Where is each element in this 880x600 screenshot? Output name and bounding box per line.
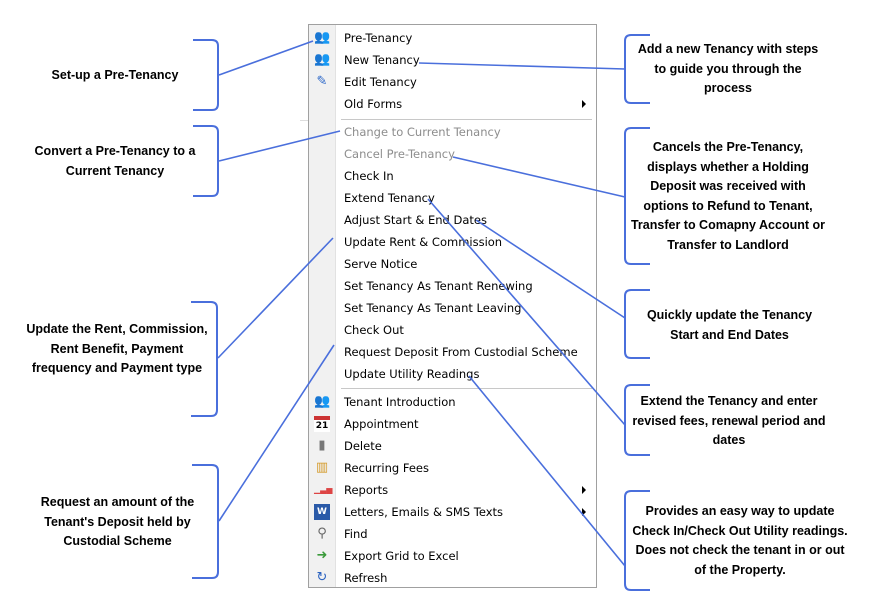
menu-icon-gutter xyxy=(309,25,336,587)
line-new xyxy=(418,62,626,70)
menu-item-check-in[interactable]: Check In xyxy=(309,165,596,187)
menu-item-edit-tenancy[interactable]: ✎ Edit Tenancy xyxy=(309,71,596,93)
menu-item-extend-tenancy[interactable]: Extend Tenancy xyxy=(309,187,596,209)
menu-item-label: Tenant Introduction xyxy=(344,395,456,409)
bracket-convert xyxy=(193,125,219,197)
bracket-adjust xyxy=(624,289,650,359)
background-app-edge xyxy=(300,120,308,121)
line-convert xyxy=(218,130,341,162)
menu-item-label: Check Out xyxy=(344,323,404,337)
menu-item-label: Request Deposit From Custodial Scheme xyxy=(344,345,578,359)
bar-chart-icon: ▁▃▅ xyxy=(314,485,333,494)
tenants-key-icon: 👥 xyxy=(314,394,331,409)
menu-item-label: Pre-Tenancy xyxy=(344,31,413,45)
note-update-rent: Update the Rent, Commission, Rent Benefi… xyxy=(26,322,208,375)
menu-item-serve-notice[interactable]: Serve Notice xyxy=(309,253,596,275)
menu-item-reports[interactable]: ▁▃▅ Reports xyxy=(309,479,596,501)
pencil-icon: ✎ xyxy=(316,74,328,89)
menu-item-label: Update Utility Readings xyxy=(344,367,480,381)
menu-item-set-tenancy-as-tenant-leaving[interactable]: Set Tenancy As Tenant Leaving xyxy=(309,297,596,319)
menu-item-label: Delete xyxy=(344,439,382,453)
menu-item-tenant-introduction[interactable]: 👥 Tenant Introduction xyxy=(309,391,596,413)
menu-item-label: Set Tenancy As Tenant Renewing xyxy=(344,279,533,293)
menu-item-delete[interactable]: ▮ Delete xyxy=(309,435,596,457)
menu-separator xyxy=(341,119,592,120)
menu-item-adjust-start-end-dates[interactable]: Adjust Start & End Dates xyxy=(309,209,596,231)
menu-item-old-forms[interactable]: Old Forms xyxy=(309,93,596,115)
note-new-tenancy: Add a new Tenancy with steps to guide yo… xyxy=(637,42,819,95)
menu-item-cancel-pre-tenancy[interactable]: Cancel Pre-Tenancy xyxy=(309,143,596,165)
menu-item-label: Change to Current Tenancy xyxy=(344,125,501,139)
menu-item-request-deposit-from-custodial-scheme[interactable]: Request Deposit From Custodial Scheme xyxy=(309,341,596,363)
menu-item-label: New Tenancy xyxy=(344,53,420,67)
menu-item-label: Check In xyxy=(344,169,394,183)
menu-separator xyxy=(341,388,592,389)
menu-item-label: Export Grid to Excel xyxy=(344,549,459,563)
bracket-utility xyxy=(624,490,650,591)
word-icon: W xyxy=(314,504,330,520)
line-cancel xyxy=(452,156,626,198)
bracket-update-rent xyxy=(191,301,218,417)
line-request xyxy=(218,344,335,522)
coins-icon: ▥ xyxy=(315,460,329,475)
submenu-arrow-icon xyxy=(582,100,586,108)
calendar-icon: 21 xyxy=(314,416,330,432)
menu-item-letters-emails-sms-texts[interactable]: W Letters, Emails & SMS Texts xyxy=(309,501,596,523)
bracket-setup xyxy=(193,39,219,111)
bracket-new xyxy=(624,34,650,104)
note-adjust-dates: Quickly update the Tenancy Start and End… xyxy=(646,308,813,342)
menu-item-refresh[interactable]: ↻ Refresh xyxy=(309,567,596,589)
submenu-arrow-icon xyxy=(582,486,586,494)
menu-item-export-grid-to-excel[interactable]: ➜ Export Grid to Excel xyxy=(309,545,596,567)
note-cancel-pre-tenancy: Cancels the Pre-Tenancy, displays whethe… xyxy=(630,140,825,252)
bracket-extend xyxy=(624,384,650,456)
menu-item-label: Adjust Start & End Dates xyxy=(344,213,487,227)
menu-item-label: Edit Tenancy xyxy=(344,75,417,89)
menu-item-label: Appointment xyxy=(344,417,419,431)
menu-item-label: Serve Notice xyxy=(344,257,418,271)
menu-item-set-tenancy-as-tenant-renewing[interactable]: Set Tenancy As Tenant Renewing xyxy=(309,275,596,297)
menu-item-new-tenancy[interactable]: 👥 New Tenancy xyxy=(309,49,596,71)
menu-item-label: Refresh xyxy=(344,571,388,585)
note-utility-readings: Provides an easy way to update Check In/… xyxy=(632,504,848,577)
note-convert-pre-tenancy: Convert a Pre-Tenancy to a Current Tenan… xyxy=(34,144,196,178)
menu-item-label: Set Tenancy As Tenant Leaving xyxy=(344,301,522,315)
menu-item-label: Old Forms xyxy=(344,97,403,111)
line-adjust xyxy=(475,219,626,319)
menu-item-find[interactable]: ⚲ Find xyxy=(309,523,596,545)
line-setup xyxy=(218,40,314,76)
menu-item-change-to-current-tenancy[interactable]: Change to Current Tenancy xyxy=(309,121,596,143)
menu-item-appointment[interactable]: 21 Appointment xyxy=(309,413,596,435)
menu-item-recurring-fees[interactable]: ▥ Recurring Fees xyxy=(309,457,596,479)
menu-item-label: Extend Tenancy xyxy=(344,191,435,205)
refresh-icon: ↻ xyxy=(316,570,328,585)
line-update-rent xyxy=(217,237,334,359)
menu-item-label: Recurring Fees xyxy=(344,461,429,475)
trash-icon: ▮ xyxy=(318,438,326,453)
menu-item-label: Reports xyxy=(344,483,389,497)
menu-item-pre-tenancy[interactable]: 👥 Pre-Tenancy xyxy=(309,27,596,49)
menu-item-update-utility-readings[interactable]: Update Utility Readings xyxy=(309,363,596,385)
note-request-deposit: Request an amount of the Tenant's Deposi… xyxy=(40,495,195,548)
tenants-key-icon: 👥 xyxy=(314,52,331,67)
bracket-request xyxy=(192,464,219,579)
line-utility xyxy=(468,375,626,567)
magnifier-icon: ⚲ xyxy=(317,526,327,541)
menu-item-check-out[interactable]: Check Out xyxy=(309,319,596,341)
menu-item-label: Letters, Emails & SMS Texts xyxy=(344,505,504,519)
bracket-cancel xyxy=(624,127,650,265)
note-setup-pre-tenancy: Set-up a Pre-Tenancy xyxy=(51,68,179,82)
line-extend xyxy=(427,198,626,426)
note-extend-tenancy: Extend the Tenancy and enter revised fee… xyxy=(632,394,826,447)
menu-item-label: Find xyxy=(344,527,368,541)
tenants-key-icon: 👥 xyxy=(314,30,331,45)
export-icon: ➜ xyxy=(316,548,328,563)
menu-item-label: Cancel Pre-Tenancy xyxy=(344,147,455,161)
submenu-arrow-icon xyxy=(582,508,586,516)
